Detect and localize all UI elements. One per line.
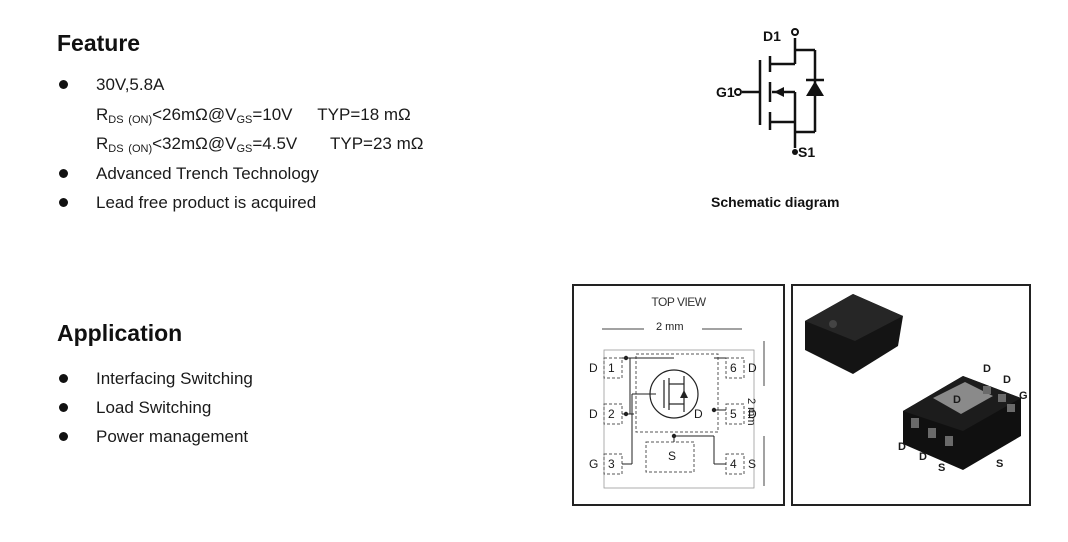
pin-2-number: 2 — [608, 407, 615, 421]
pin-6-number: 6 — [730, 361, 737, 375]
rds-typical: TYP=23 mΩ — [329, 134, 424, 153]
vgs-subscript: GS — [236, 143, 253, 155]
bullet-icon — [59, 169, 68, 178]
top-view-panel: TOP VIEW — [572, 284, 785, 506]
rds-symbol: R — [96, 134, 109, 153]
pkg-label: D — [919, 451, 927, 463]
feature-rating: 30V,5.8A — [96, 75, 165, 94]
rds-condition: <32mΩ@V — [152, 134, 237, 153]
pkg-label: G — [1019, 390, 1028, 402]
pin-5-number: 5 — [730, 407, 737, 421]
drain-label: D1 — [763, 28, 781, 44]
pin-1-name: D — [589, 361, 598, 375]
footprint-drawing — [602, 328, 765, 489]
pkg-label: S — [996, 458, 1004, 470]
rds-on-spec-1: RDS (ON)<26mΩ@VGS=10V TYP=18 mΩ — [96, 105, 411, 126]
rds-subscript: DS — [108, 114, 124, 126]
bullet-icon — [59, 80, 68, 89]
mosfet-schematic — [734, 28, 824, 155]
bullet-icon — [59, 374, 68, 383]
pkg-label: D — [1003, 374, 1011, 386]
rds-on-subscript: (ON) — [128, 143, 153, 155]
package-render — [805, 294, 1021, 470]
rds-on-subscript: (ON) — [128, 114, 153, 126]
pkg-label: D — [898, 441, 906, 453]
feature-item: Advanced Trench Technology — [96, 164, 319, 183]
pin-2-name: D — [589, 407, 598, 421]
top-view-title: TOP VIEW — [651, 295, 706, 309]
gate-label: G1 — [716, 84, 735, 100]
bullet-icon — [59, 432, 68, 441]
pin-5-name: D — [748, 407, 757, 421]
rds-subscript: DS — [108, 143, 124, 155]
rds-on-spec-2: RDS (ON)<32mΩ@VGS=4.5V TYP=23 mΩ — [96, 134, 424, 155]
pkg-label: S — [938, 462, 946, 474]
application-heading: Application — [57, 320, 183, 346]
pin-3-number: 3 — [608, 457, 615, 471]
feature-item: Lead free product is acquired — [96, 193, 317, 212]
pin-1-number: 1 — [608, 361, 615, 375]
application-item: Load Switching — [96, 398, 212, 417]
source-pad-label: S — [668, 449, 677, 463]
width-dimension: 2 mm — [654, 321, 686, 333]
application-item: Interfacing Switching — [96, 369, 253, 388]
rds-symbol: R — [96, 105, 109, 124]
vgs-value: =4.5V — [252, 134, 298, 153]
pin-6-name: D — [748, 361, 757, 375]
rds-condition: <26mΩ@V — [152, 105, 237, 124]
schematic-caption: Schematic diagram — [711, 194, 840, 210]
vgs-value: =10V — [252, 105, 293, 124]
pkg-label: D — [983, 363, 991, 375]
drain-pad-label: D — [694, 407, 703, 421]
pin-4-number: 4 — [730, 457, 737, 471]
application-item: Power management — [96, 427, 249, 446]
bullet-icon — [59, 198, 68, 207]
package-photo-panel: D D G D D D S S — [791, 284, 1031, 506]
source-label: S1 — [798, 144, 816, 160]
rds-typical: TYP=18 mΩ — [317, 105, 411, 124]
pkg-label: D — [953, 394, 961, 406]
bullet-icon — [59, 403, 68, 412]
vgs-subscript: GS — [236, 114, 253, 126]
pin-3-name: G — [589, 457, 599, 471]
pin-4-name: S — [748, 457, 757, 471]
feature-heading: Feature — [57, 30, 141, 56]
